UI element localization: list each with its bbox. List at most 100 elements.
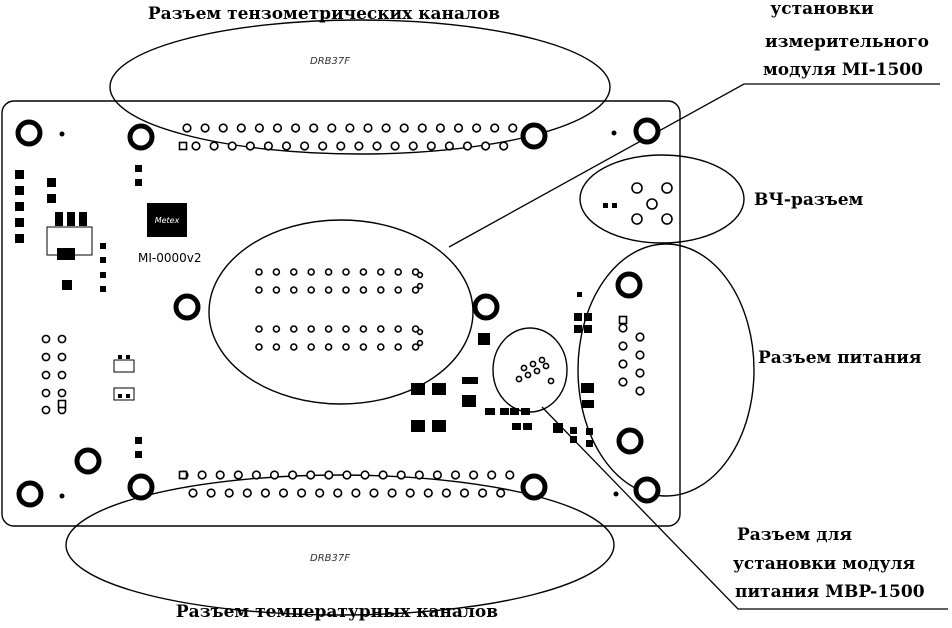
pin-module-header	[416, 328, 424, 336]
pin-bottom-connector	[351, 488, 361, 498]
rf-pin	[631, 182, 643, 194]
pin-bottom-connector	[324, 470, 334, 480]
smd-component	[432, 383, 446, 395]
smd-component	[62, 280, 72, 290]
pin-top-connector	[490, 123, 500, 133]
smd-component	[411, 420, 425, 432]
pin-top-connector	[200, 123, 210, 133]
smd-component	[135, 179, 142, 186]
callout-measure-module	[208, 219, 474, 405]
leader-power-module	[541, 406, 948, 610]
smd-component	[135, 165, 142, 172]
smd-component	[135, 437, 142, 444]
pin-bottom-connector	[405, 488, 415, 498]
pin-module-header	[289, 325, 298, 333]
power-module-pin	[533, 367, 541, 375]
smd-component	[500, 408, 509, 415]
smd-component	[586, 440, 593, 447]
bottom-connector-marking: DRB37F	[310, 553, 350, 564]
rf-pin	[661, 213, 673, 225]
pin-top-connector	[417, 123, 427, 133]
pin-top-connector	[363, 123, 373, 133]
pin-top-connector	[272, 123, 283, 133]
smd-component	[126, 355, 130, 359]
pin-top-connector	[399, 123, 409, 133]
pin-module-header	[324, 325, 333, 333]
pin-module-header	[307, 325, 316, 333]
pin-top-connector	[462, 141, 473, 151]
pin-1-bottom-connector	[178, 470, 188, 480]
pin-module-header	[359, 325, 368, 333]
label-measure-module-line3: модуля MI-1500	[763, 60, 923, 80]
board-name: MI-0000v2	[138, 251, 202, 265]
top-connector-marking: DRB37F	[310, 56, 350, 67]
pin-module-header	[255, 325, 263, 333]
pin-module-header	[272, 286, 281, 294]
pin-top-connector	[453, 123, 464, 133]
marker-dot	[611, 130, 617, 136]
pin-module-header	[342, 325, 350, 333]
smd-component	[586, 428, 593, 435]
pin-bottom-connector	[306, 470, 316, 480]
smd-component	[118, 394, 122, 398]
left-header-pin	[41, 405, 51, 415]
pin-module-header	[324, 286, 333, 294]
left-header-pin	[57, 370, 67, 380]
power-pin	[618, 323, 628, 333]
pin-module-header	[394, 286, 403, 294]
label-rf-connector: ВЧ-разъем	[754, 190, 864, 210]
smd-component	[79, 212, 87, 226]
mounting-hole	[127, 123, 155, 151]
smd-component	[553, 423, 563, 433]
pin-bottom-connector	[188, 488, 198, 498]
pin-module-header	[376, 286, 385, 294]
smd-component	[523, 423, 532, 430]
smd-component	[574, 325, 582, 333]
pin-top-connector	[408, 141, 418, 151]
left-header-pin	[57, 388, 67, 398]
mounting-hole	[633, 117, 661, 145]
pin-module-header	[359, 286, 368, 294]
left-header-pin	[57, 352, 67, 362]
callout-temp-connector	[65, 474, 615, 616]
pin-top-connector	[291, 123, 301, 133]
smd-component	[582, 400, 594, 408]
pin-top-connector	[481, 141, 491, 151]
pin-1-top-connector	[178, 141, 188, 151]
mounting-hole	[127, 473, 155, 501]
pin-module-header	[376, 268, 385, 276]
smd-component	[432, 420, 446, 432]
pin-top-connector	[209, 141, 219, 151]
callout-strain-connector	[109, 19, 611, 155]
pin-bottom-connector	[260, 488, 271, 498]
power-module-pin	[542, 362, 550, 370]
label-power-connector: Разъем питания	[758, 348, 921, 368]
pin-top-connector	[390, 141, 400, 151]
pin-module-header	[359, 268, 368, 276]
pin-module-header	[272, 343, 281, 351]
marker-dot	[59, 493, 65, 499]
pin-bottom-connector	[315, 488, 325, 498]
pin-top-connector	[254, 123, 264, 133]
pin-bottom-connector	[215, 470, 225, 480]
pin-bottom-connector	[423, 488, 433, 498]
callout-rf-connector	[579, 154, 745, 244]
mounting-hole	[616, 427, 644, 455]
smd-component	[57, 248, 75, 260]
pin-module-header	[416, 339, 424, 347]
pin-top-connector	[426, 141, 436, 151]
pin-module-header	[394, 268, 403, 276]
pin-bottom-connector	[288, 470, 298, 480]
pin-module-header	[359, 343, 368, 351]
pin-module-header	[307, 268, 316, 276]
pin-module-header	[307, 343, 316, 351]
pin-module-header	[342, 286, 350, 294]
smd-component	[118, 355, 122, 359]
power-pin	[635, 332, 645, 342]
pin-top-connector	[444, 141, 455, 151]
smd-component	[15, 170, 24, 179]
pin-top-connector	[263, 141, 274, 151]
pin-module-header	[411, 325, 420, 333]
smd-component	[510, 408, 519, 415]
label-measure-module-line2: измерительного	[765, 32, 929, 52]
